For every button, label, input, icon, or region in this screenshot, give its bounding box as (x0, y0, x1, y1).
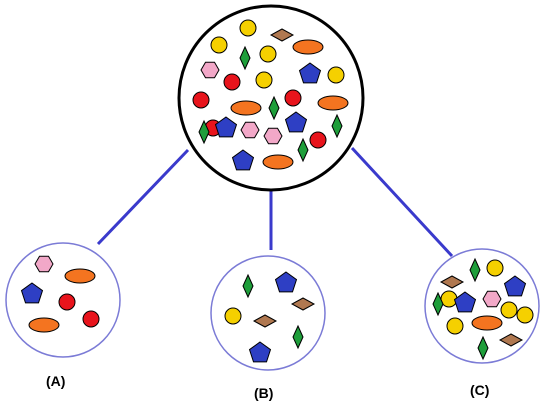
red-circle (284, 89, 302, 107)
green-diamond (331, 113, 343, 139)
orange-ellipse (28, 317, 60, 333)
pink-hexagon (482, 290, 502, 308)
green-diamond (268, 95, 280, 121)
brown-diamond (252, 314, 278, 328)
brown-diamond (290, 297, 316, 311)
yellow-circle (516, 306, 534, 324)
blue-pentagon (248, 341, 272, 363)
green-diamond (242, 273, 254, 299)
connector-line-a (96, 148, 190, 246)
yellow-circle (255, 71, 273, 89)
shape-layer (20, 19, 534, 363)
blue-pentagon (453, 291, 477, 313)
yellow-circle (224, 307, 242, 325)
subset-a-label: (A) (46, 373, 66, 389)
yellow-circle (210, 36, 228, 54)
yellow-circle (327, 66, 345, 84)
blue-pentagon (274, 271, 298, 293)
orange-ellipse (262, 154, 294, 170)
yellow-circle (500, 301, 518, 319)
pink-hexagon (240, 121, 260, 139)
orange-ellipse (230, 100, 262, 116)
orange-ellipse (64, 268, 96, 284)
blue-pentagon (284, 111, 308, 133)
subset-c-label: (C) (470, 382, 490, 398)
red-circle (309, 131, 327, 149)
blue-pentagon (231, 149, 255, 171)
green-diamond (239, 45, 251, 71)
red-circle (223, 73, 241, 91)
orange-ellipse (471, 315, 503, 331)
blue-pentagon (214, 116, 238, 138)
brown-diamond (498, 333, 524, 347)
blue-pentagon (298, 62, 322, 84)
yellow-circle (239, 19, 257, 37)
blue-pentagon (503, 275, 527, 297)
connector-line-c (350, 146, 454, 258)
green-diamond (292, 324, 304, 350)
pink-hexagon (200, 61, 220, 79)
red-circle (58, 293, 76, 311)
green-diamond (297, 137, 309, 163)
subset-b-label: (B) (254, 385, 274, 401)
green-diamond (198, 119, 210, 145)
green-diamond (477, 335, 489, 361)
brown-diamond (269, 28, 295, 42)
orange-ellipse (317, 95, 349, 111)
orange-ellipse (292, 39, 324, 55)
yellow-circle (486, 259, 504, 277)
green-diamond (469, 257, 481, 283)
connectors (96, 146, 454, 258)
red-circle (82, 310, 100, 328)
pink-hexagon (34, 255, 54, 273)
yellow-circle (259, 45, 277, 63)
green-diamond (432, 291, 444, 317)
yellow-circle (446, 317, 464, 335)
pink-hexagon (263, 127, 283, 145)
blue-pentagon (20, 282, 44, 304)
brown-diamond (439, 275, 465, 289)
red-circle (192, 91, 210, 109)
